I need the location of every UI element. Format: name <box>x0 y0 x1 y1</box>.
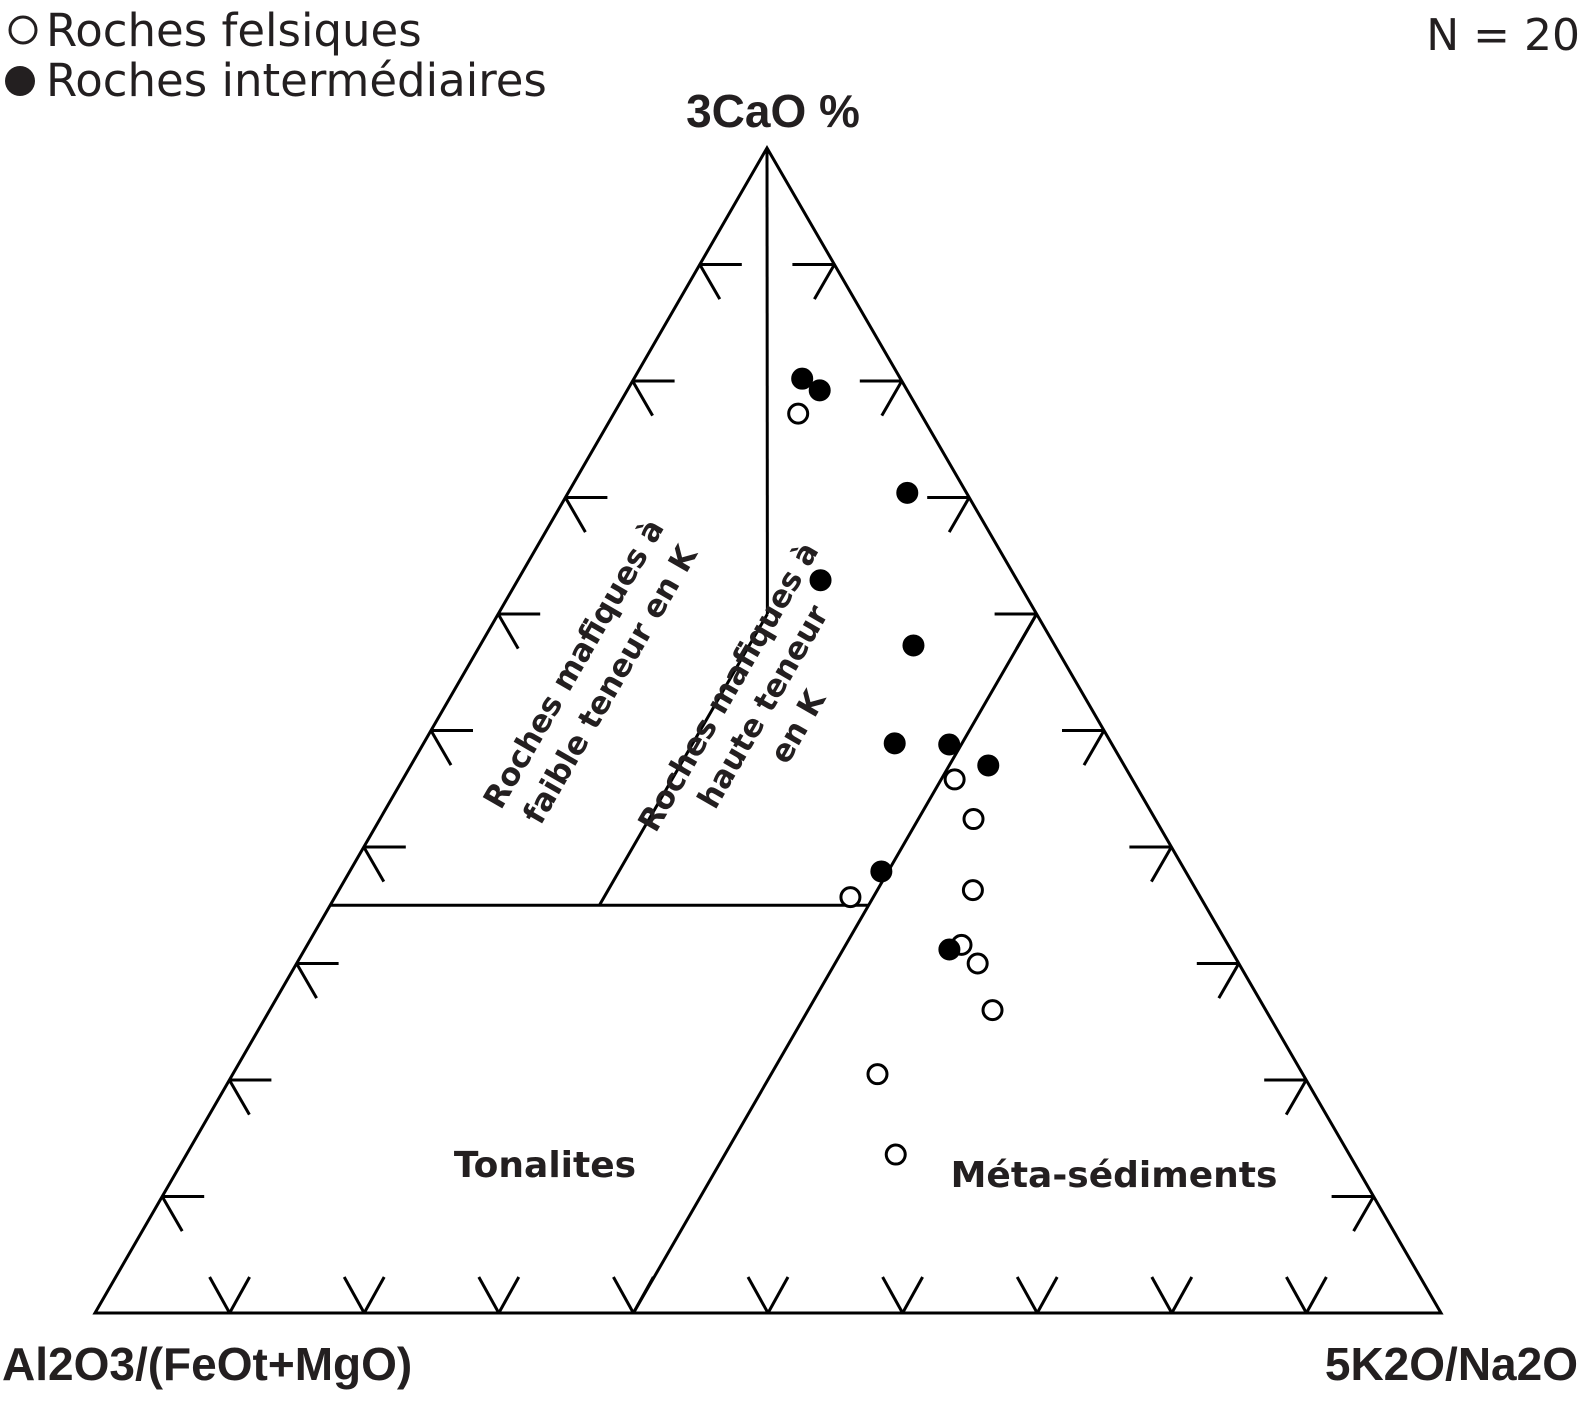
intermediate-point <box>791 367 814 390</box>
boundary-line <box>632 613 1038 1314</box>
bottom-tick <box>746 1276 770 1314</box>
right-tick <box>1352 1195 1375 1232</box>
left-axis-label: Al2O3/(FeOt+MgO) <box>2 1338 412 1390</box>
intermediate-point <box>977 754 1000 777</box>
bottom-tick <box>1305 1276 1328 1314</box>
field-boundaries <box>330 147 1038 1314</box>
left-tick <box>160 1195 184 1232</box>
legend-intermediate-label: Roches intermédiaires <box>46 54 547 107</box>
sample-count: N = 20 <box>1426 10 1580 61</box>
right-axis-label: 5K2O/Na2O <box>1325 1338 1578 1390</box>
intermediate-point <box>870 860 893 883</box>
felsic-point <box>943 768 966 791</box>
bottom-tick <box>477 1276 501 1314</box>
right-tick <box>1284 1079 1308 1116</box>
left-tick <box>429 729 453 766</box>
right-tick <box>813 263 836 300</box>
bottom-tick <box>901 1276 924 1314</box>
bottom-tick <box>362 1276 386 1314</box>
boundary-line <box>598 613 769 906</box>
region-label-tonalites: Tonalites <box>454 1145 636 1186</box>
felsic-point <box>966 952 989 975</box>
right-tick <box>1082 729 1106 766</box>
intermediate-point <box>883 732 906 755</box>
right-tick <box>1150 846 1173 883</box>
right-tick <box>880 380 904 417</box>
legend-open-circle-icon <box>8 15 38 45</box>
felsic-point <box>839 886 862 909</box>
intermediate-point <box>938 733 961 756</box>
left-tick <box>228 1079 251 1116</box>
bottom-tick <box>497 1276 521 1314</box>
felsic-point <box>866 1063 889 1086</box>
left-tick <box>631 380 654 417</box>
top-axis-label: 3CaO % <box>686 85 860 137</box>
felsic-point <box>981 999 1004 1022</box>
felsic-point <box>787 402 810 425</box>
intermediate-point <box>902 634 925 657</box>
bottom-tick <box>1170 1276 1194 1314</box>
legend: Roches felsiques Roches intermédiaires <box>5 4 547 107</box>
bottom-tick <box>1035 1276 1059 1314</box>
left-tick <box>564 496 587 533</box>
left-tick <box>496 613 520 650</box>
left-tick <box>362 846 386 883</box>
intermediate-point <box>896 481 919 504</box>
left-tick <box>295 962 318 999</box>
bottom-tick <box>342 1276 366 1314</box>
legend-felsic-label: Roches felsiques <box>46 4 422 57</box>
right-tick <box>947 496 971 533</box>
left-tick <box>698 263 722 300</box>
bottom-tick <box>612 1276 635 1314</box>
intermediate-point <box>809 569 832 592</box>
bottom-tick <box>1015 1276 1039 1314</box>
bottom-tick <box>208 1276 231 1314</box>
felsic-point <box>962 808 985 831</box>
region-label-metasediments: Méta-sédiments <box>951 1155 1278 1196</box>
intermediate-point <box>938 938 961 961</box>
bottom-tick <box>1285 1276 1308 1314</box>
bottom-tick <box>766 1276 790 1314</box>
bottom-tick <box>1150 1276 1174 1314</box>
intermediate-point <box>808 379 831 402</box>
right-tick <box>1217 962 1241 999</box>
bottom-tick <box>881 1276 904 1314</box>
felsic-point <box>961 879 984 902</box>
bottom-tick <box>228 1276 251 1314</box>
felsic-point <box>884 1143 907 1166</box>
legend-filled-circle-icon <box>5 66 35 96</box>
data-points <box>787 367 1004 1166</box>
